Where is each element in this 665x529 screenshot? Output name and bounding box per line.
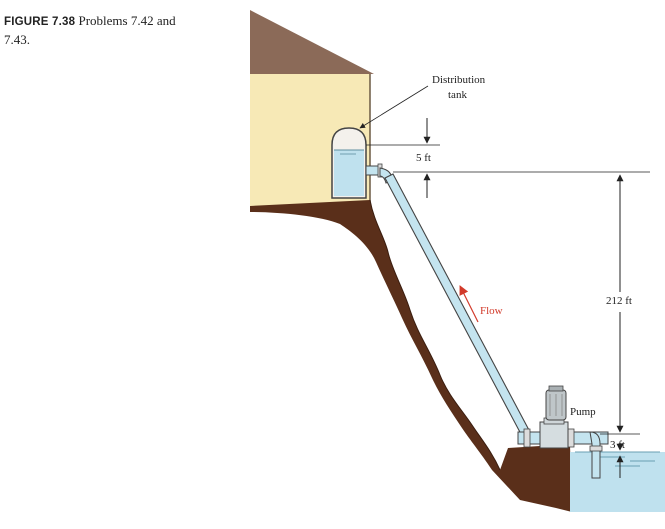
flow-label: Flow bbox=[480, 305, 503, 317]
ground-hillside bbox=[250, 200, 572, 512]
flow-arrow bbox=[459, 285, 479, 323]
dimension-5ft bbox=[366, 118, 650, 198]
distribution-tank bbox=[331, 127, 367, 199]
figure-caption: FIGURE 7.38 Problems 7.42 and 7.43. bbox=[4, 12, 204, 49]
house-roof bbox=[250, 10, 374, 74]
figure-number: FIGURE 7.38 bbox=[4, 16, 76, 28]
dimension-212ft bbox=[600, 174, 640, 435]
dimension-3ft-label: 3 ft bbox=[610, 439, 625, 451]
dimension-212ft-label: 212 ft bbox=[606, 295, 632, 307]
dimension-5ft-label: 5 ft bbox=[416, 152, 431, 164]
tank-label-line2: tank bbox=[448, 89, 467, 101]
pump-assembly bbox=[517, 385, 609, 479]
figure-caption-text: Problems 7.42 and 7.43. bbox=[4, 13, 176, 47]
pump-label: Pump bbox=[570, 406, 596, 418]
tank-leader-line bbox=[359, 85, 429, 129]
tank-label-line1: Distribution bbox=[432, 74, 486, 86]
